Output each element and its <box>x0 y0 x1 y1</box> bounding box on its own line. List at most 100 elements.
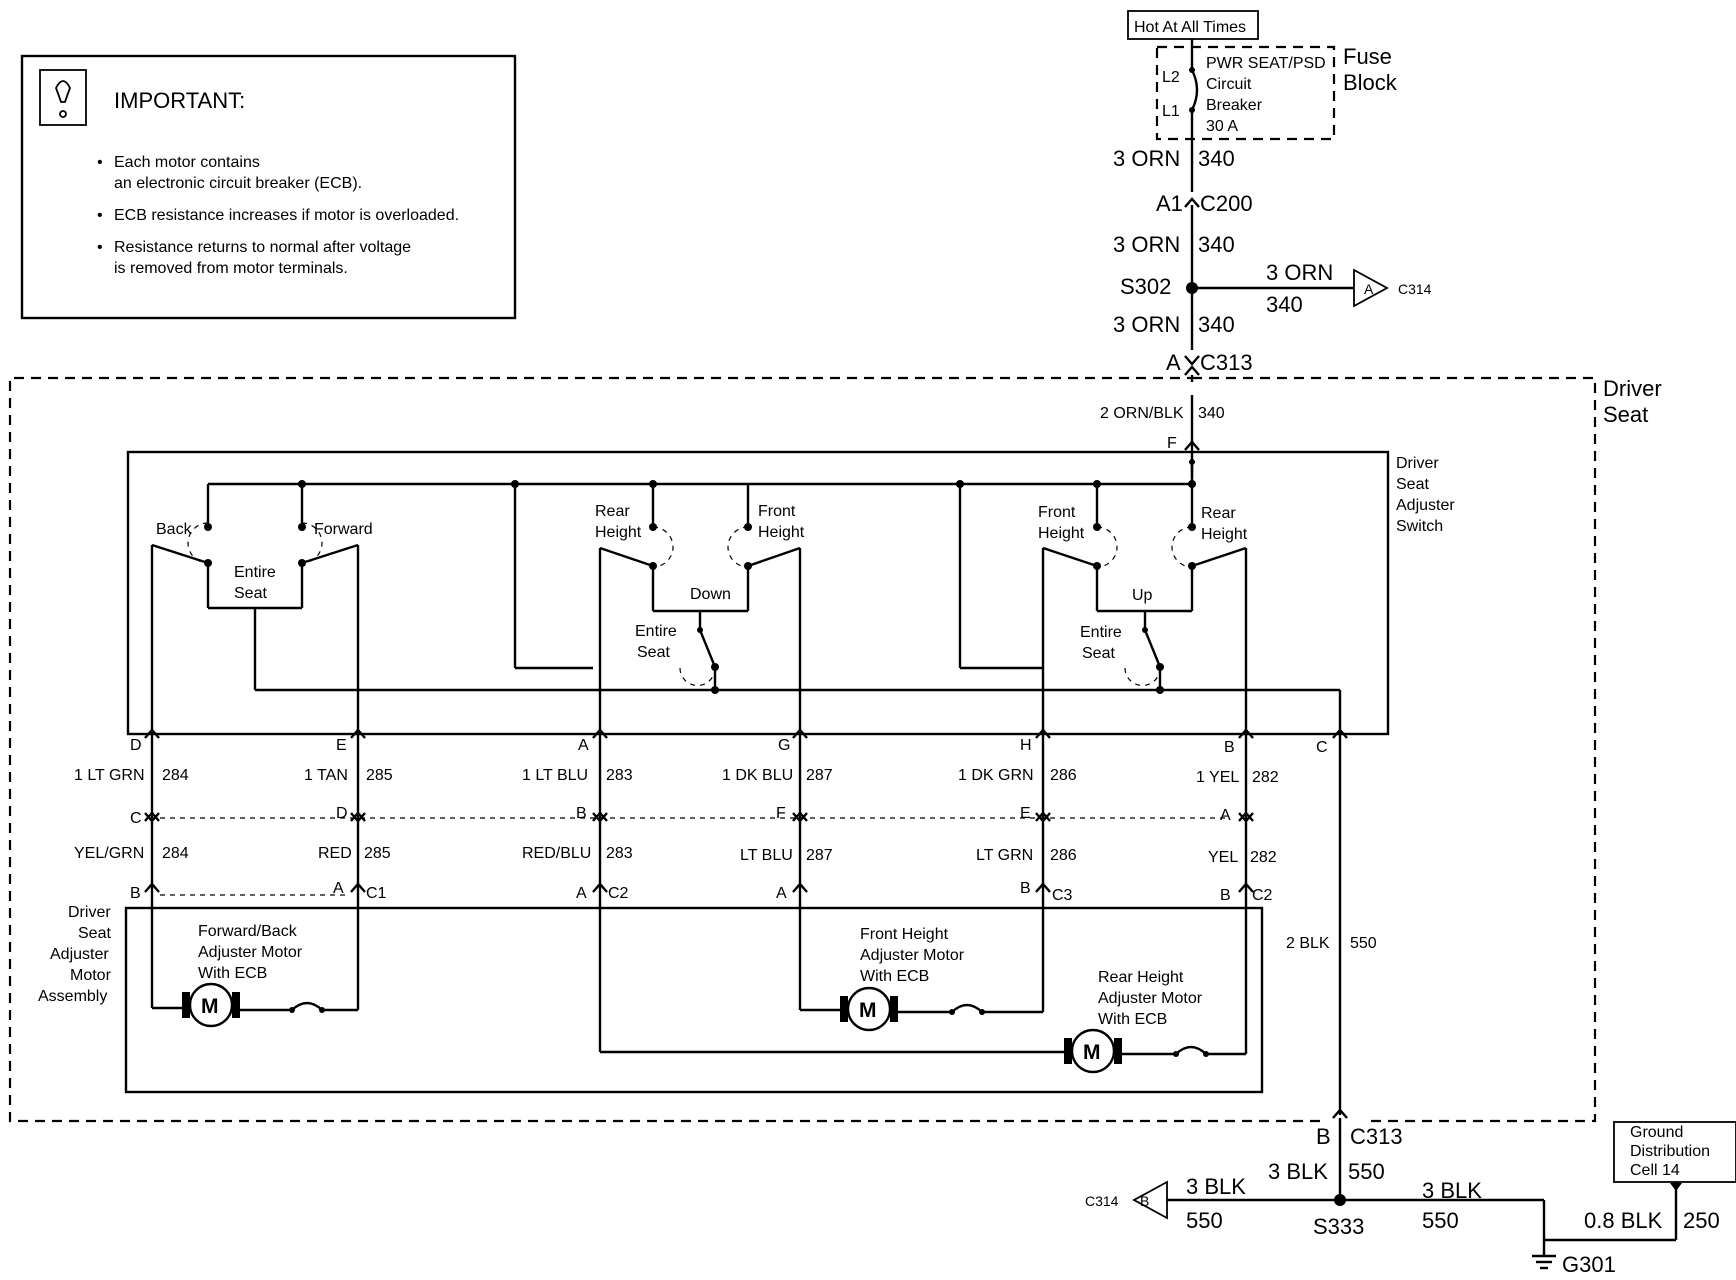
c3-wire2: LT BLU <box>740 847 793 864</box>
front-height-2-label-2: Height <box>1038 525 1085 542</box>
rh-motor-m: M <box>1083 1041 1101 1064</box>
driver-seat-label-2: Seat <box>1603 402 1648 427</box>
c5-pin1: B <box>1224 739 1235 756</box>
gdc-label-1: Ground <box>1630 1124 1683 1141</box>
c200-pin: A1 <box>1156 191 1183 216</box>
s333-label: S333 <box>1313 1214 1364 1239</box>
c314-b-pin: B <box>1140 1193 1149 1209</box>
switch-title-4: Switch <box>1396 518 1443 535</box>
entire-seat-2-label-1: Entire <box>635 623 677 640</box>
svg-text:•: • <box>97 239 103 256</box>
breaker-line-4: 30 A <box>1206 118 1238 135</box>
feed-wire2-circuit: 340 <box>1198 232 1235 257</box>
c4-pin1: H <box>1020 737 1032 754</box>
c0-pin2: C <box>130 810 142 827</box>
c3-pin2: F <box>776 805 786 822</box>
ground-symbol-icon <box>1532 1254 1556 1270</box>
lightbulb-icon <box>39 69 87 126</box>
c4-num1: 286 <box>1050 767 1077 784</box>
fb-motor-label-3: With ECB <box>198 965 267 982</box>
c4-num2: 286 <box>1050 847 1077 864</box>
rh-motor-label-2: Adjuster Motor <box>1098 990 1203 1007</box>
feed-wire3-gauge: 3 ORN <box>1113 312 1180 337</box>
driver-seat-boundary: Driver Seat <box>8 376 1662 1123</box>
c313-b-pin: B <box>1316 1124 1331 1149</box>
rh-ecb-icon <box>1175 1045 1207 1055</box>
fuse-block-box <box>1155 45 1336 141</box>
c5-pin3: B <box>1220 887 1231 904</box>
c2-pin2: B <box>576 805 587 822</box>
gdc-label-2: Distribution <box>1630 1143 1710 1160</box>
ground-pin-c: C <box>1316 739 1328 756</box>
fh-motor-label-3: With ECB <box>860 968 929 985</box>
harness-wires <box>144 720 1348 1115</box>
c3-num2: 287 <box>806 847 833 864</box>
c3-wire1: 1 DK BLU <box>722 767 793 784</box>
s302-label: S302 <box>1120 274 1171 299</box>
seat-feed-gauge: 2 ORN/BLK <box>1100 405 1184 422</box>
c5-pin2: A <box>1220 807 1231 824</box>
c314-a-pin: A <box>1364 281 1374 297</box>
motor-assembly: Driver Seat Adjuster Motor Assembly M Fo… <box>38 895 1264 1094</box>
entire-seat-label-1: Entire <box>234 564 276 581</box>
c200-label: C200 <box>1200 191 1253 216</box>
rear-height-label-1: Rear <box>595 503 630 520</box>
fb-ecb-icon <box>291 1001 323 1011</box>
front-height-label-1: Front <box>758 503 796 520</box>
c5-wire1: 1 YEL <box>1196 769 1239 786</box>
c1-pin1: E <box>336 737 347 754</box>
c1-conn: C1 <box>366 885 387 902</box>
rear-height-2-label-2: Height <box>1201 526 1248 543</box>
feed-wire2-gauge: 3 ORN <box>1113 232 1180 257</box>
c2-num2: 283 <box>606 845 633 862</box>
c3-num1: 287 <box>806 767 833 784</box>
c314-b-label: C314 <box>1085 1193 1119 1209</box>
breaker-line-2: Circuit <box>1206 76 1252 93</box>
c5-conn: C2 <box>1252 887 1273 904</box>
c4-pin2: E <box>1020 805 1031 822</box>
bullet-2: ECB resistance increases if motor is ove… <box>114 207 459 224</box>
bullet-1b: an electronic circuit breaker (ECB). <box>114 175 362 192</box>
c313-a-connector-symbol <box>1184 355 1200 366</box>
rear-height-2-label-1: Rear <box>1201 505 1236 522</box>
front-height-2-label-1: Front <box>1038 504 1076 521</box>
entire-seat-label-2: Seat <box>234 585 267 602</box>
c200-connector-symbol <box>1184 197 1200 208</box>
g301-label: G301 <box>1562 1252 1616 1277</box>
breaker-line-1: PWR SEAT/PSD <box>1206 55 1326 72</box>
important-box: IMPORTANT: • Each motor contains an elec… <box>20 54 517 320</box>
forward-label: Forward <box>314 521 373 538</box>
ground-circuit: B C313 3 BLK 550 S333 B C314 3 BLK 550 3… <box>1085 1108 1736 1277</box>
c0-wire1: 1 LT GRN <box>74 767 145 784</box>
entire-seat-3-label-2: Seat <box>1082 645 1115 662</box>
c2-pin3: A <box>576 885 587 902</box>
rh-motor-label-3: With ECB <box>1098 1011 1167 1028</box>
gdc-box <box>1613 1121 1736 1183</box>
entire-seat-3-label-1: Entire <box>1080 624 1122 641</box>
branch-gauge: 3 ORN <box>1266 260 1333 285</box>
bullet-3a: Resistance returns to normal after volta… <box>114 239 411 256</box>
fb-motor-m: M <box>201 995 219 1018</box>
bullet-1a: Each motor contains <box>114 154 260 171</box>
s333-wire-gauge: 3 BLK <box>1268 1159 1328 1184</box>
switch-title-3: Adjuster <box>1396 497 1455 514</box>
c3-pin3: A <box>776 885 787 902</box>
c1-num1: 285 <box>366 767 393 784</box>
fh-motor-icon <box>846 986 892 1032</box>
fh-motor-label-1: Front Height <box>860 926 949 943</box>
c1-pin2: D <box>336 805 348 822</box>
g-wire-circuit: 250 <box>1683 1208 1720 1233</box>
ground-wire-gauge: 2 BLK <box>1286 935 1330 952</box>
c2-wire2: RED/BLU <box>522 845 591 862</box>
c313-b-label: C313 <box>1350 1124 1403 1149</box>
feed-wire1-gauge: 3 ORN <box>1113 146 1180 171</box>
down-label: Down <box>690 586 731 603</box>
c1-wire1: 1 TAN <box>304 767 348 784</box>
c0-num2: 284 <box>162 845 189 862</box>
c2-num1: 283 <box>606 767 633 784</box>
left-gauge: 3 BLK <box>1186 1174 1246 1199</box>
fh-motor-label-2: Adjuster Motor <box>860 947 965 964</box>
svg-text:•: • <box>97 207 103 224</box>
c3-pin1: G <box>778 737 790 754</box>
